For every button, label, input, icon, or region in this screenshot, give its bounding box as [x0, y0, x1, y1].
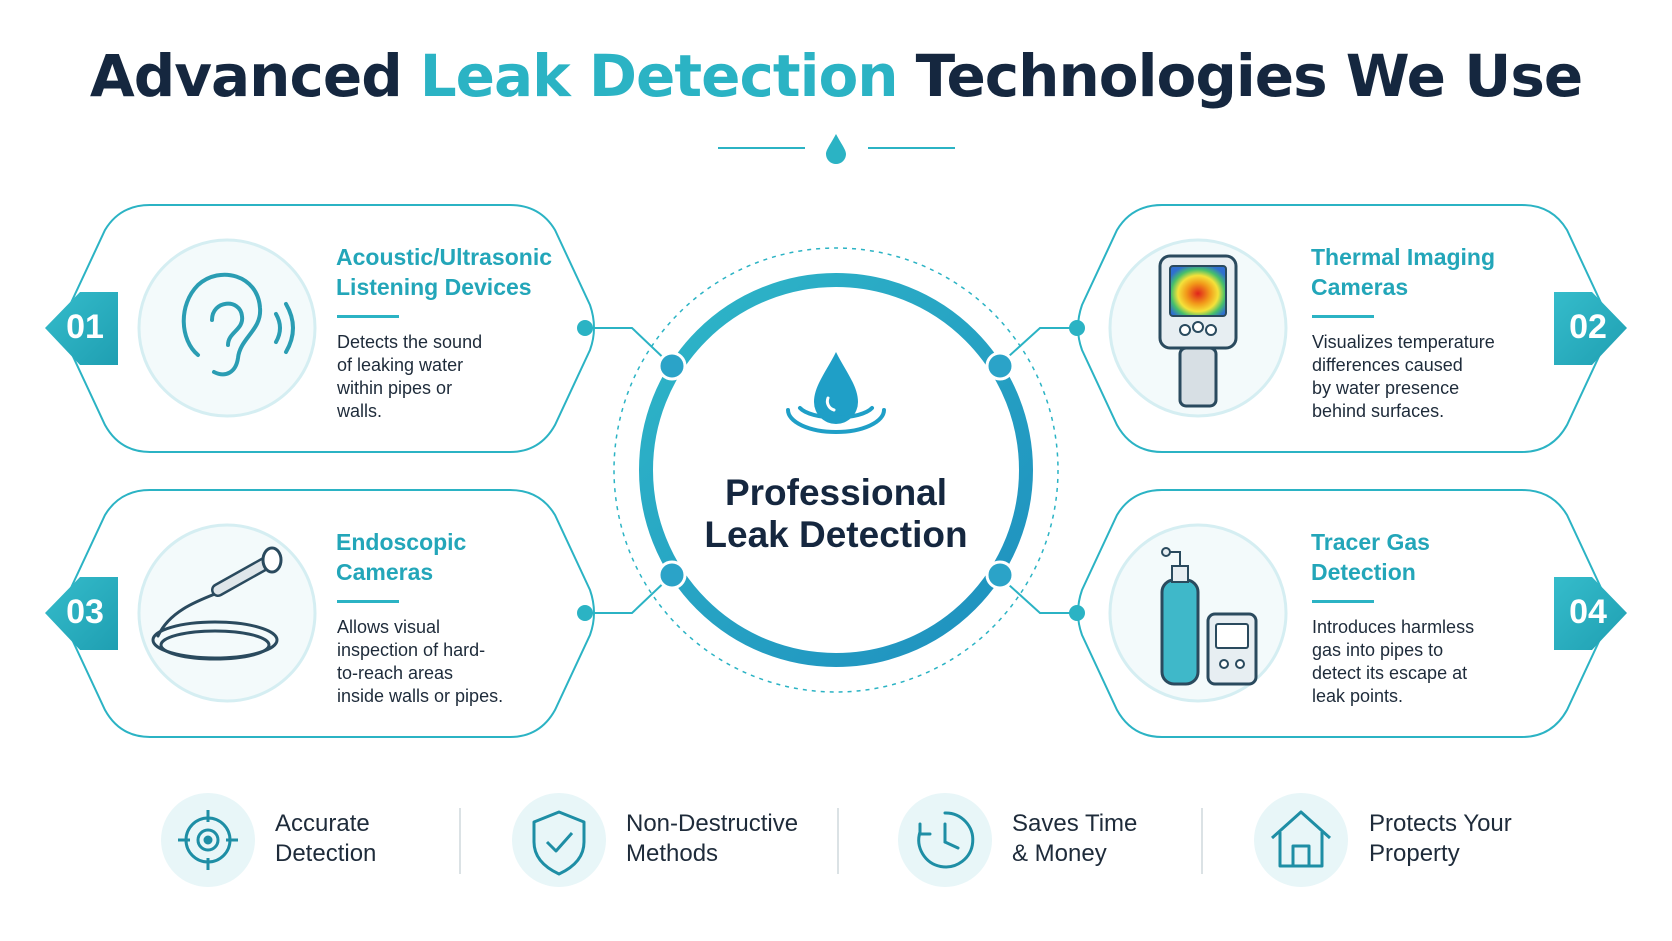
connector-lines — [585, 327, 1077, 614]
badge-number-03: 03 — [66, 593, 104, 631]
card-01-description: Detects the sound of leaking water withi… — [337, 331, 517, 423]
card-01-title-line: Acoustic/Ultrasonic — [336, 244, 552, 270]
card-01-desc-line: walls. — [337, 401, 383, 421]
benefit-separators — [459, 808, 1203, 874]
card-04-title-line: Detection — [1311, 559, 1416, 585]
card-03-desc-line: to-reach areas — [337, 663, 454, 683]
benefit-line: Protects Your — [1369, 810, 1512, 837]
shield-check-icon — [532, 810, 586, 876]
card-04-desc-line: Introduces harmless — [1312, 617, 1475, 637]
card-03-description: Allows visual inspection of hard- to-rea… — [337, 616, 517, 708]
crosshair-target-icon — [178, 810, 238, 870]
card-04-description: Introduces harmless gas into pipes to de… — [1312, 616, 1492, 708]
benefit-line: Non-Destructive — [626, 810, 799, 837]
badge-number-01: 01 — [66, 308, 104, 346]
card-02-desc-line: Visualizes temperature — [1312, 332, 1495, 352]
gas-cylinder-detector-icon — [1160, 547, 1258, 686]
endoscope-camera-icon — [151, 546, 283, 661]
card-02-description: Visualizes temperature differences cause… — [1312, 331, 1495, 423]
benefit-saves-time: Saves Time & Money — [1012, 809, 1137, 869]
card-03-desc-line: Allows visual — [337, 617, 441, 637]
card-04-title-line: Tracer Gas — [1311, 529, 1430, 555]
card-03-rule — [337, 600, 399, 603]
card-02-title: Thermal Imaging Cameras — [1311, 242, 1495, 302]
water-drop-ripple-icon — [786, 352, 886, 434]
benefit-accurate-detection: Accurate Detection — [275, 809, 376, 869]
card-03-title: Endoscopic Cameras — [336, 527, 466, 587]
card-01-desc-line: Detects the sound — [337, 332, 483, 352]
center-ring — [613, 247, 1059, 693]
benefit-line: Detection — [275, 840, 377, 867]
card-03-title-line: Endoscopic — [336, 529, 467, 555]
center-title: Professional Leak Detection — [632, 472, 1040, 556]
clock-icon — [917, 811, 975, 869]
center-title-line: Leak Detection — [704, 514, 968, 555]
card-01-title: Acoustic/Ultrasonic Listening Devices — [336, 242, 552, 302]
card-02-desc-line: differences caused — [1312, 355, 1463, 375]
card-04-desc-line: leak points. — [1312, 686, 1404, 706]
benefit-line: & Money — [1012, 840, 1107, 867]
card-03-desc-line: inspection of hard- — [337, 640, 486, 660]
card-04-desc-line: detect its escape at — [1312, 663, 1468, 683]
badge-number-04: 04 — [1569, 593, 1607, 631]
benefit-non-destructive: Non-Destructive Methods — [626, 809, 798, 869]
card-02-desc-line: behind surfaces. — [1312, 401, 1445, 421]
title-divider — [718, 134, 955, 164]
card-03-desc-line: inside walls or pipes. — [337, 686, 504, 706]
title-highlight: Leak Detection — [419, 42, 899, 110]
card-04-rule — [1312, 600, 1374, 603]
card-01-desc-line: of leaking water — [337, 355, 464, 375]
card-01-title-line: Listening Devices — [336, 274, 532, 300]
connector-dots — [577, 320, 1085, 621]
card-01-rule — [337, 315, 399, 318]
badge-number-02: 02 — [1569, 308, 1607, 346]
card-02-desc-line: by water presence — [1312, 378, 1460, 398]
card-04-desc-line: gas into pipes to — [1312, 640, 1444, 660]
title-part1: Advanced — [89, 42, 403, 110]
card-01-shape — [45, 204, 595, 453]
benefit-protects-property: Protects Your Property — [1369, 809, 1512, 869]
card-02-title-line: Thermal Imaging — [1311, 244, 1496, 270]
benefit-line: Saves Time — [1012, 810, 1138, 837]
benefit-line: Methods — [626, 840, 719, 867]
card-03-title-line: Cameras — [336, 559, 434, 585]
house-icon — [1270, 810, 1332, 868]
card-02-title-line: Cameras — [1311, 274, 1409, 300]
card-01-desc-line: within pipes or — [337, 378, 453, 398]
center-title-line: Professional — [724, 472, 948, 513]
title-part2: Technologies We Use — [915, 42, 1584, 110]
card-04-title: Tracer Gas Detection — [1311, 527, 1430, 587]
thermal-camera-icon — [1158, 254, 1238, 408]
drop-icon — [826, 134, 846, 164]
benefit-line: Property — [1369, 840, 1460, 867]
card-02-rule — [1312, 315, 1374, 318]
benefit-line: Accurate — [275, 810, 370, 837]
ear-sound-icon — [181, 272, 295, 377]
